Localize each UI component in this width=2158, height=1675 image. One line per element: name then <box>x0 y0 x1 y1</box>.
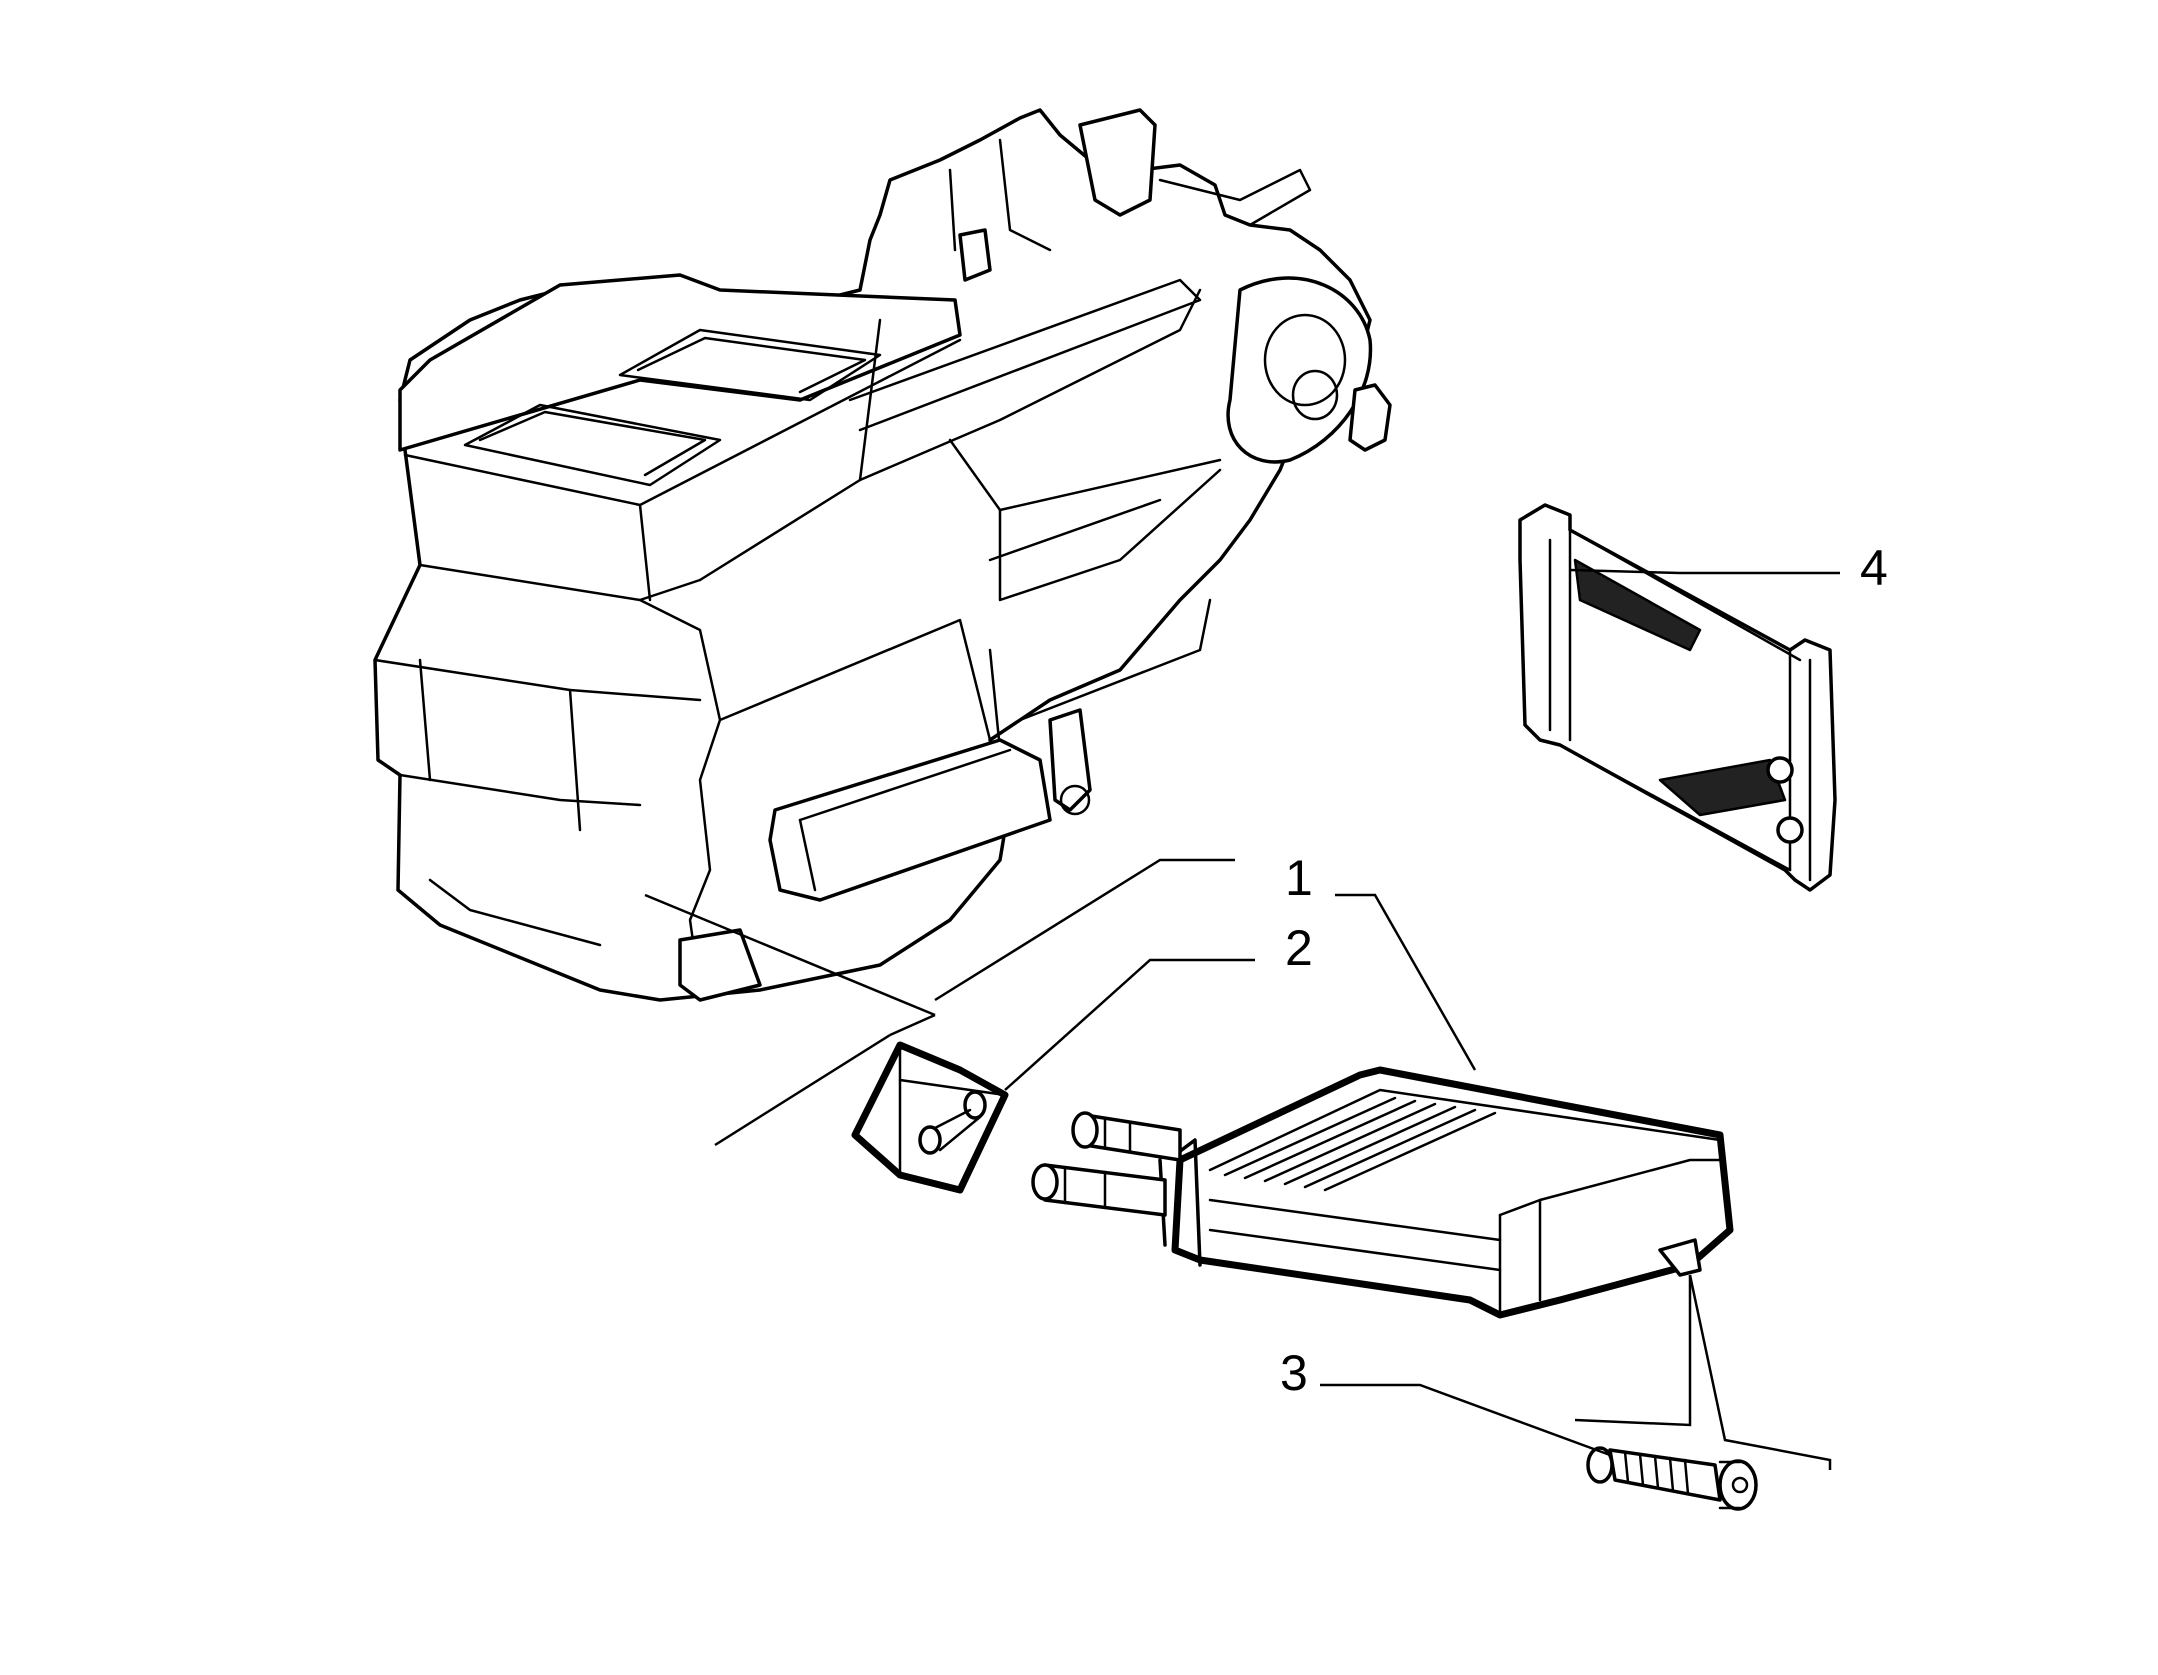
callout-1: 1 <box>1285 850 1313 906</box>
part-2-seal-pad <box>851 1041 1009 1194</box>
screw-location-leaders <box>1574 1274 1832 1470</box>
callout-2: 2 <box>1285 920 1313 976</box>
callout-3: 3 <box>1280 1345 1308 1401</box>
housing-detail-leaders <box>644 893 936 1147</box>
callout-4: 4 <box>1860 540 1888 596</box>
part-3-screw <box>1586 1446 1758 1511</box>
part-4-heater-core-matrix <box>1518 503 1837 892</box>
heater-housing-assembly <box>373 108 1392 1002</box>
callout-leaders <box>934 568 1840 1457</box>
part-1-heater-radiator <box>1031 1066 1734 1319</box>
callout-labels: 1 2 3 4 <box>1280 540 1888 1401</box>
